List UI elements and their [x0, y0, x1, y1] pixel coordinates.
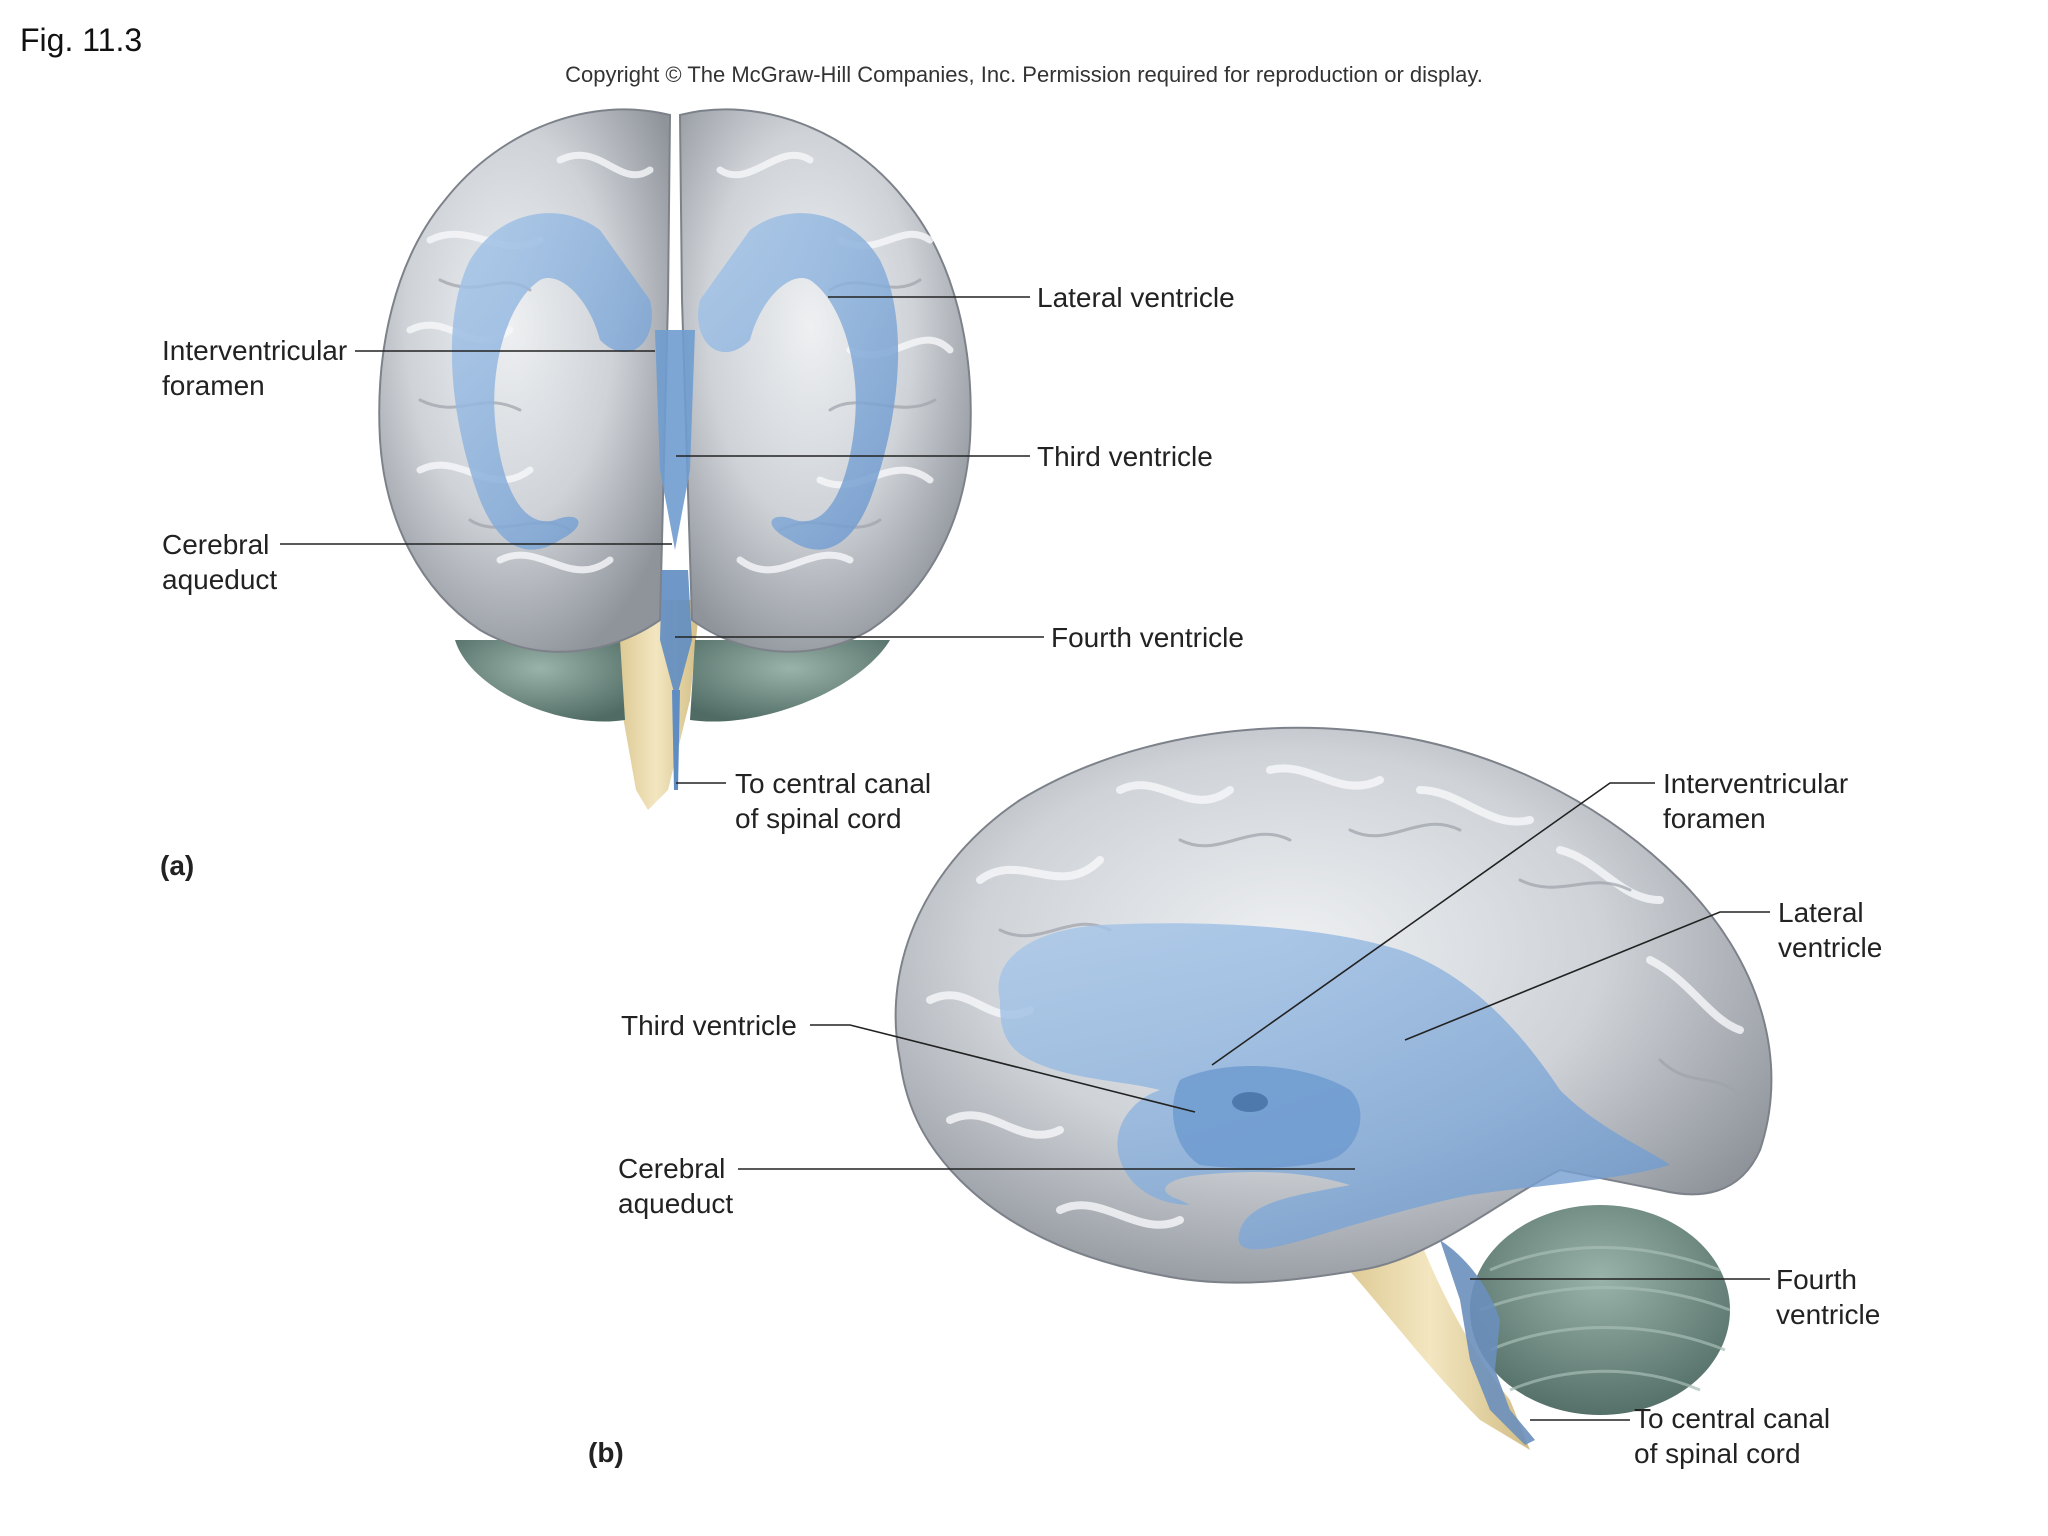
label-b-third-ventricle: Third ventricle — [621, 1010, 797, 1041]
figure-number: Fig. 11.3 — [20, 22, 143, 58]
panel-b-label: (b) — [588, 1437, 624, 1468]
central-canal-a — [672, 690, 680, 790]
label-b-central-canal: To central canal of spinal cord — [1634, 1403, 1831, 1469]
label-a-central-canal: To central canal of spinal cord — [735, 768, 932, 834]
label-a-lateral-ventricle: Lateral ventricle — [1037, 282, 1235, 313]
copyright-notice: Copyright © The McGraw-Hill Companies, I… — [565, 62, 1483, 87]
brainstem-b — [1330, 1240, 1530, 1450]
fourth-ventricle-b — [1440, 1240, 1535, 1445]
label-b-fourth-ventricle: Fourth ventricle — [1776, 1264, 1881, 1330]
label-b-cerebral-aqueduct: Cerebral aqueduct — [618, 1153, 734, 1219]
panel-b-leader-lines — [738, 782, 1770, 1421]
cerebellum-a — [455, 640, 625, 722]
label-a-cerebral-aqueduct: Cerebral aqueduct — [162, 529, 278, 595]
cerebellum-b — [1470, 1205, 1730, 1415]
panel-a-leader-lines — [280, 296, 1044, 784]
lateral-ventricle-left-a — [451, 213, 652, 550]
third-ventricle-b — [1172, 1066, 1361, 1169]
label-b-lateral-ventricle: Lateral ventricle — [1778, 897, 1883, 963]
left-hemisphere-a — [378, 108, 672, 653]
label-a-interventricular-foramen: Interventricular foramen — [162, 335, 348, 401]
cerebellum-a-right — [690, 640, 890, 722]
label-a-fourth-ventricle: Fourth ventricle — [1051, 622, 1244, 653]
right-hemisphere-a — [678, 108, 972, 653]
label-a-third-ventricle: Third ventricle — [1037, 441, 1213, 472]
label-b-interventricular-foramen: Interventricular foramen — [1663, 768, 1849, 834]
panel-a-label: (a) — [160, 850, 195, 881]
fourth-ventricle-a — [660, 570, 692, 700]
third-ventricle-a — [655, 330, 695, 550]
panel-b-lateral-brain — [894, 726, 1773, 1450]
panel-a-frontal-brain — [378, 108, 972, 810]
interventricular-foramen-b — [1232, 1092, 1268, 1112]
